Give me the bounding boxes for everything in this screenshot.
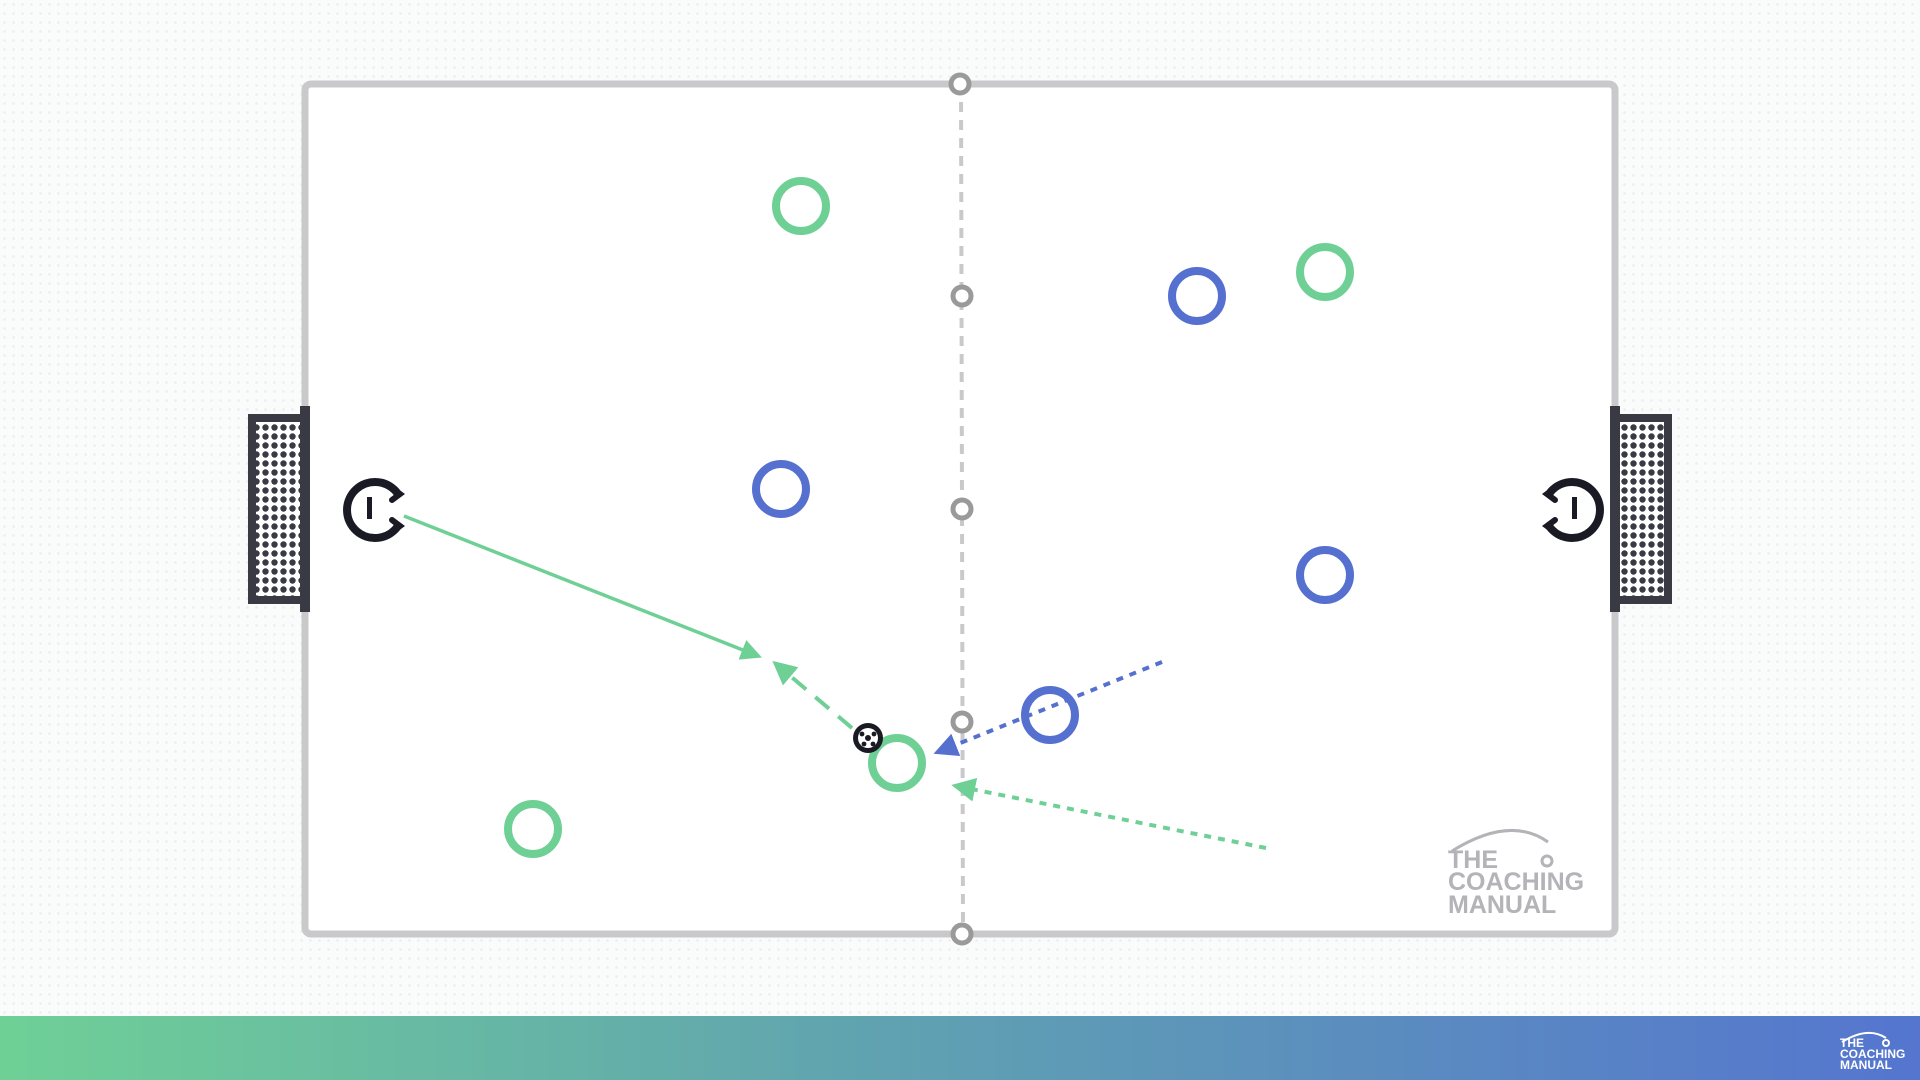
watermark-line2: COACHING xyxy=(1448,868,1584,896)
footer-logo-line3: MANUAL xyxy=(1840,1058,1892,1072)
cone xyxy=(948,72,972,96)
watermark-line3: MANUAL xyxy=(1448,891,1556,919)
blue-players xyxy=(752,267,1354,744)
green-player xyxy=(504,800,562,858)
blue-player xyxy=(1296,546,1354,604)
footer-logo: THE COACHING MANUAL xyxy=(1840,1031,1905,1072)
footer-logo-line2: COACHING xyxy=(1840,1047,1905,1061)
cone xyxy=(950,284,974,308)
left-goal xyxy=(248,406,310,612)
green-players xyxy=(504,177,1354,858)
blue-player xyxy=(752,460,810,518)
watermark-logo: THE COACHING MANUAL xyxy=(1448,828,1584,919)
run-arrow-green-dotted xyxy=(951,777,1267,850)
ball-icon xyxy=(853,723,883,753)
run-arrow-green-dashed xyxy=(772,660,854,730)
green-player xyxy=(1296,243,1354,301)
goalkeeper-left-icon xyxy=(343,478,405,542)
footer-logo-line1: THE xyxy=(1840,1036,1864,1050)
cone xyxy=(950,922,974,946)
halfway-cones xyxy=(948,72,974,946)
run-arrow-blue-dotted xyxy=(933,660,1163,756)
footer-bar: THE COACHING MANUAL xyxy=(0,1016,1920,1080)
green-player xyxy=(772,177,830,235)
green-player xyxy=(868,734,926,792)
blue-player xyxy=(1168,267,1226,325)
watermark-swoosh-icon xyxy=(1451,828,1549,853)
cone xyxy=(950,497,974,521)
cone xyxy=(950,710,974,734)
blue-player xyxy=(1021,686,1079,744)
watermark-line1: THE xyxy=(1448,846,1498,874)
right-goal xyxy=(1610,406,1672,612)
footer-swoosh-icon xyxy=(1841,1031,1887,1043)
pass-arrow-green xyxy=(403,514,762,660)
goalkeeper-right-icon xyxy=(1542,478,1604,542)
